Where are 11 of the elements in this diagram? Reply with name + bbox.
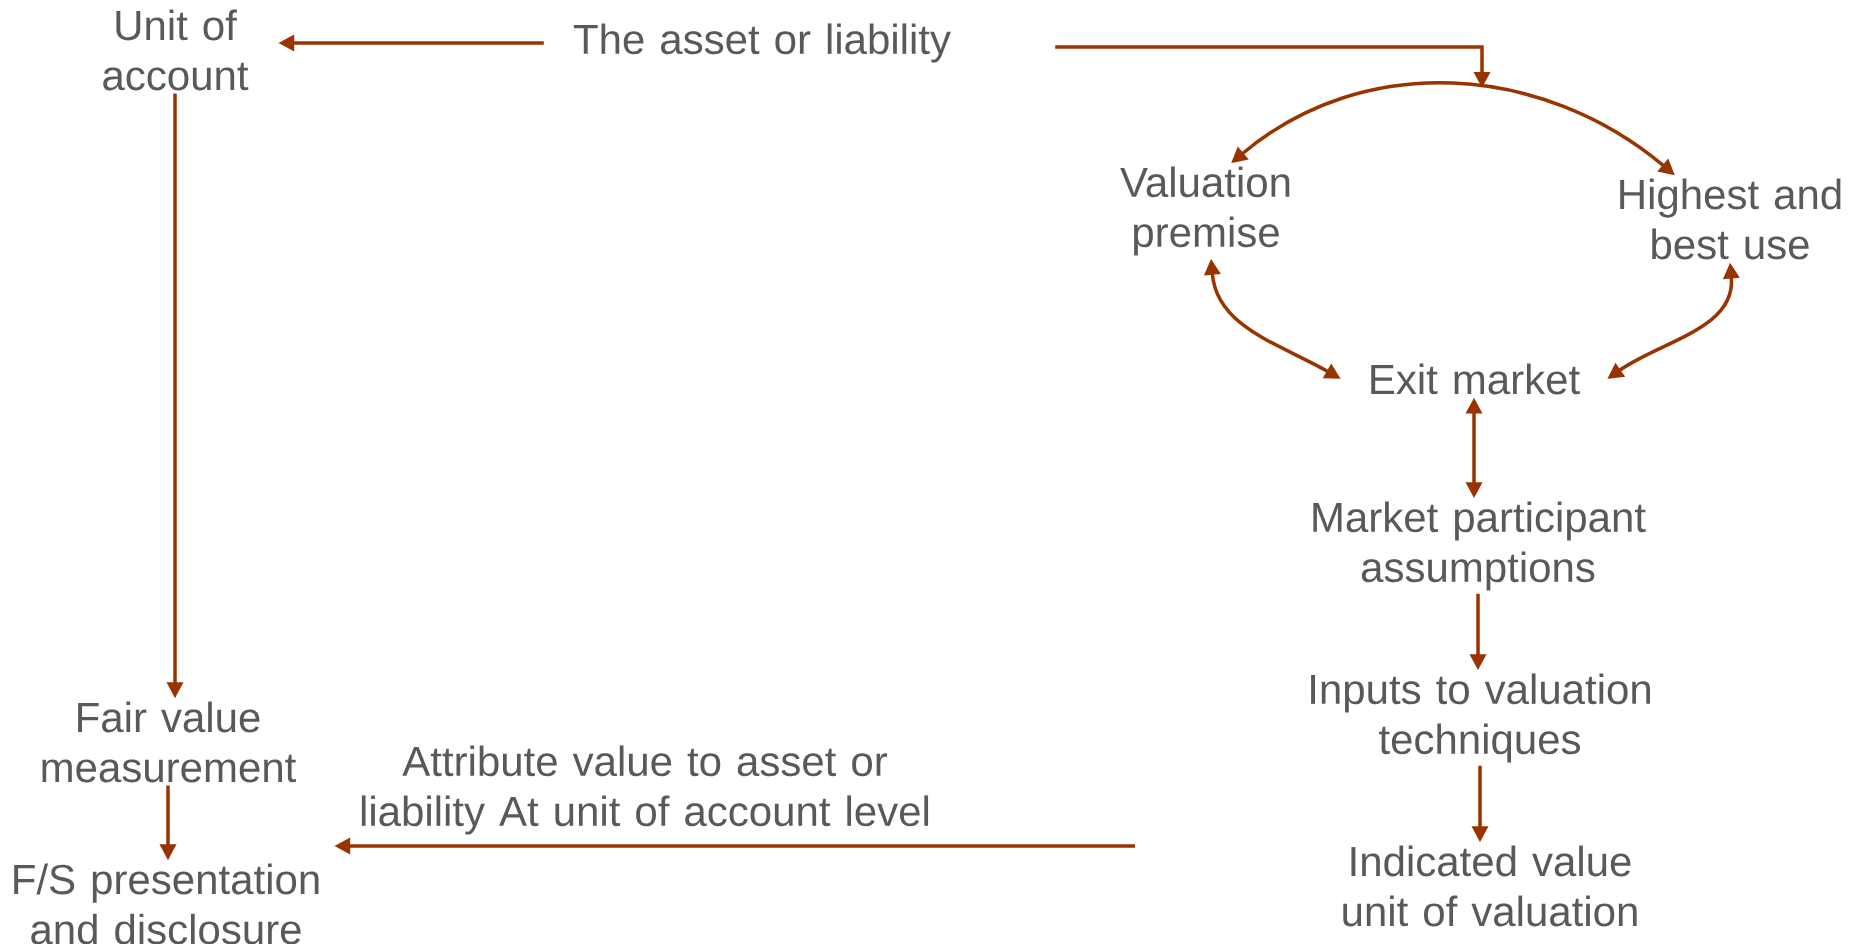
node-text: Fair value measurement	[42, 701, 297, 783]
node-text: Highest and best use	[1620, 178, 1841, 260]
node-text: Valuation premise	[1120, 166, 1290, 256]
node-text: Inputs to valuation techniques	[1311, 673, 1650, 763]
node-text: The asset or liability	[573, 23, 951, 63]
node-text: Market participant assumptions	[1313, 501, 1646, 591]
node-text: Indicated value unit of valuation	[1343, 845, 1637, 927]
node-text: F/S presentation and disclosure	[14, 863, 319, 944]
edge-label: Attribute value to asset or liability At unit of account level	[361, 745, 929, 835]
node-text: Exit market	[1371, 363, 1580, 395]
node-text: Unit of account	[103, 9, 249, 91]
